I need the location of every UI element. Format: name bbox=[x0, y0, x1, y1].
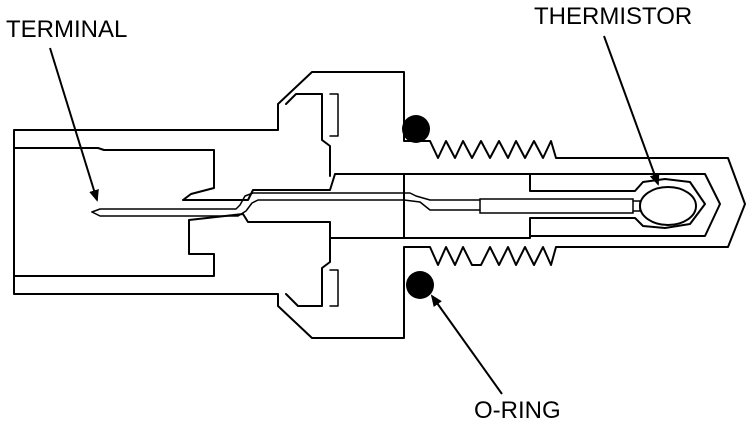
thermistor-leader-arrow bbox=[603, 35, 660, 186]
flange-relief-top-inner bbox=[329, 93, 339, 137]
sensor-body-outline bbox=[13, 71, 746, 339]
probe-tip-cavity bbox=[529, 173, 721, 237]
thermistor-lead-end bbox=[632, 200, 641, 212]
flange-relief-top bbox=[285, 93, 331, 177]
thermistor-label: THERMISTOR bbox=[534, 3, 693, 30]
terminal-pin-lower bbox=[91, 199, 481, 217]
thermistor-bead bbox=[639, 186, 697, 226]
terminal-leader-arrow bbox=[49, 47, 99, 202]
terminal-label: TERMINAL bbox=[6, 16, 128, 43]
o-ring-bottom bbox=[406, 271, 434, 299]
flange-relief-bottom bbox=[285, 237, 331, 307]
o-ring-label: O-RING bbox=[474, 397, 561, 424]
o-ring-top bbox=[402, 115, 430, 143]
thermistor-lead bbox=[479, 198, 634, 214]
connector-cavity bbox=[13, 147, 706, 277]
flange-relief-bottom-inner bbox=[329, 269, 339, 307]
terminal-pin bbox=[91, 192, 481, 213]
o-ring-leader-arrow bbox=[430, 294, 503, 395]
